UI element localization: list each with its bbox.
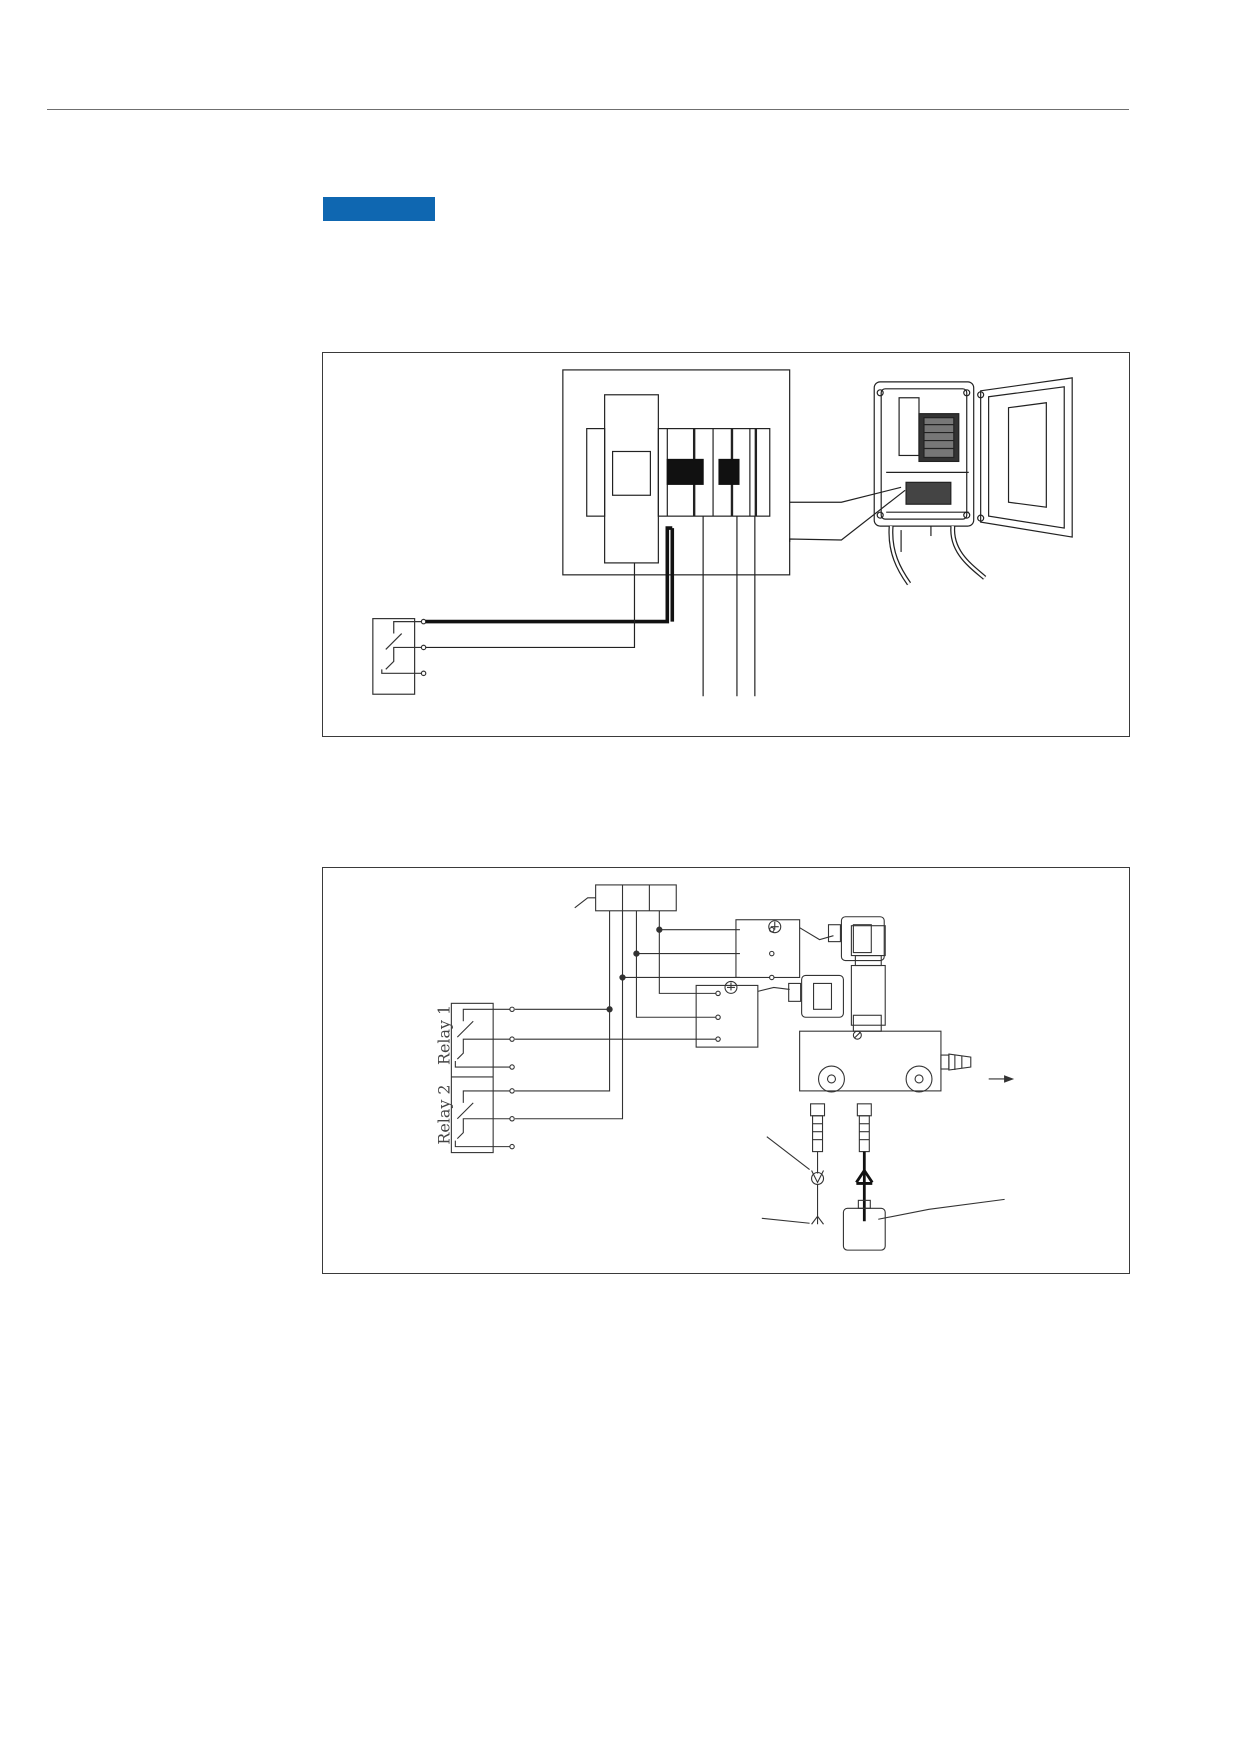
terminal-block — [595, 884, 677, 912]
wire-thin — [425, 562, 636, 649]
terminal-enclosure — [562, 369, 791, 576]
header-rule — [47, 109, 1129, 110]
wall-cabinet-drawing — [873, 377, 1073, 586]
valve-block — [799, 1030, 942, 1092]
solenoid-valve-wiring-diagram-icon — [450, 884, 1015, 1251]
relay-group — [450, 1002, 515, 1154]
reagent-bottle — [842, 1207, 886, 1251]
connector-upper — [735, 919, 834, 981]
wire-thick — [425, 526, 673, 624]
wiring-overview-figure — [322, 352, 1130, 737]
control-box-wiring-diagram-icon — [372, 369, 1073, 697]
valve-wiring-figure: Relay 1 Relay 2 — [322, 867, 1130, 1274]
relay-box — [372, 618, 427, 695]
section-tag — [323, 197, 435, 221]
connector-lower — [695, 980, 790, 1048]
terminal-strip — [657, 428, 771, 517]
